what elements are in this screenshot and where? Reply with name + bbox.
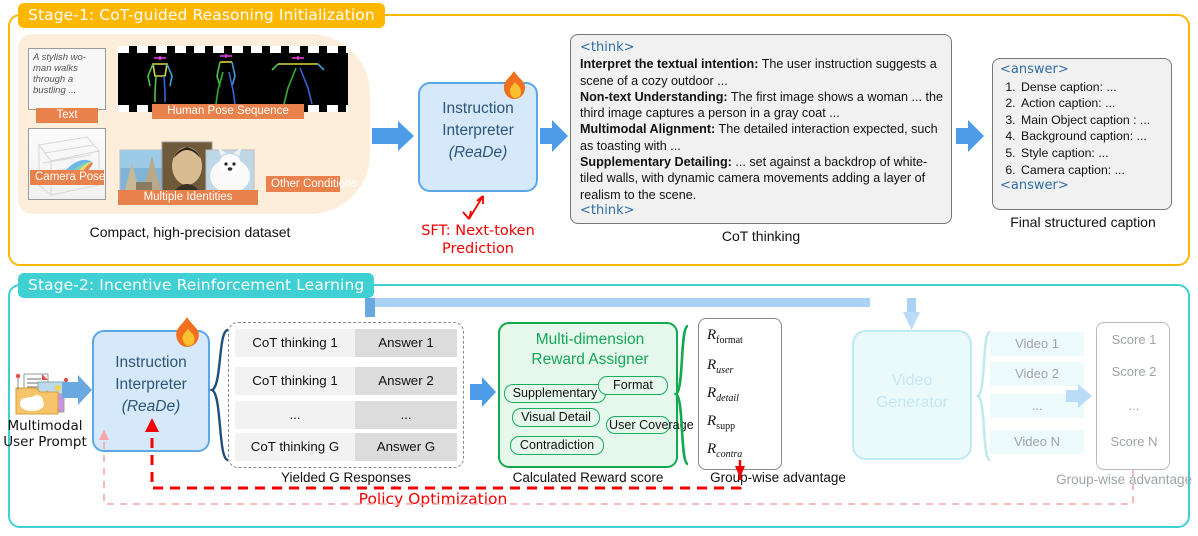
answer-item: Main Object caption : ... xyxy=(1019,112,1165,129)
reward-term: Rdetail xyxy=(707,385,739,404)
videos-list: Video 1 Video 2 ... Video N xyxy=(990,330,1084,462)
list-item: ... xyxy=(1128,398,1140,413)
identity-images-icon xyxy=(119,141,255,195)
cot-caption: CoT thinking xyxy=(721,228,801,244)
tag-other-conditions: Other Conditions xyxy=(266,176,357,192)
text-sample-thumbnail: A stylish wo-man walks through a bustlin… xyxy=(28,48,106,110)
multiple-identities-thumbnails xyxy=(118,136,258,196)
list-item: Video 2 xyxy=(990,362,1084,386)
stage-2-panel xyxy=(8,284,1190,528)
list-item: Score N xyxy=(1110,434,1158,449)
list-item: Score 1 xyxy=(1111,332,1157,347)
pill-contradiction: Contradiction xyxy=(510,436,604,455)
reward-term: Rcontra xyxy=(707,441,743,460)
table-row: ... ... xyxy=(235,401,457,429)
interpreter-line-2: Interpreter xyxy=(115,376,187,393)
reward-term: Ruser xyxy=(707,357,734,376)
responses-caption: Yielded G Responses xyxy=(280,470,412,485)
stage-1-panel xyxy=(8,14,1190,266)
list-item: Score 2 xyxy=(1111,364,1157,379)
table-row: CoT thinking G Answer G xyxy=(235,433,457,461)
interpreter-line-1: Instruction xyxy=(115,354,187,371)
camera-pose-plot-icon xyxy=(38,136,100,197)
pose-skeletons-icon xyxy=(147,54,325,105)
think-open-tag: <think> xyxy=(580,40,635,55)
reward-assigner-title: Multi-dimension Reward Assigner xyxy=(531,331,649,368)
answer-list: Dense caption: ... Action caption: ... M… xyxy=(1000,79,1165,179)
table-row: CoT thinking 1 Answer 1 xyxy=(235,329,457,357)
answer-item: Camera caption: ... xyxy=(1019,162,1165,179)
reward-caption: Calculated Reward score xyxy=(512,470,664,485)
cot-item: Supplementary Detailing: ... set against… xyxy=(580,155,928,202)
responses-box: CoT thinking 1 Answer 1 CoT thinking 1 A… xyxy=(228,322,464,468)
dataset-caption: Compact, high-precision dataset xyxy=(89,224,291,240)
answer-open-tag: <answer> xyxy=(1000,62,1069,77)
interpreter-line-2: Interpreter xyxy=(442,122,514,139)
interpreter-model-name: (ReaDe) xyxy=(448,144,508,161)
tag-multiple-identities: Multiple Identities xyxy=(118,190,258,205)
answer-caption: Final structured caption xyxy=(1010,214,1156,230)
cot-item: Non-text Understanding: The first image … xyxy=(580,89,943,121)
list-item: Video 1 xyxy=(990,332,1084,356)
cot-cell: CoT thinking 1 xyxy=(235,329,355,357)
cot-cell: ... xyxy=(235,401,355,429)
cot-cell: CoT thinking 1 xyxy=(235,367,355,395)
text-sample: A stylish wo-man walks through a bustlin… xyxy=(33,52,86,96)
stage-2-label: Stage-2: Incentive Reinforcement Learnin… xyxy=(18,273,375,298)
reward-term: Rsupp xyxy=(707,413,736,432)
cot-item: Interpret the textual intention: The use… xyxy=(580,57,937,88)
tag-camera-pose: Camera Pose xyxy=(30,170,105,185)
pill-user-coverage: User Coverage xyxy=(606,416,694,434)
reward-term: Rformat xyxy=(707,327,743,346)
flame-icon xyxy=(172,316,202,352)
answer-box: <answer> Dense caption: ... Action capti… xyxy=(992,58,1172,210)
table-row: CoT thinking 1 Answer 2 xyxy=(235,367,457,395)
pill-visual-detail: Visual Detail xyxy=(512,408,600,427)
instruction-interpreter-stage1[interactable]: Instruction Interpreter (ReaDe) xyxy=(418,82,538,192)
interpreter-model-name: (ReaDe) xyxy=(121,398,181,415)
reward-terms-box: Rformat Ruser Rdetail Rsupp Rcontra xyxy=(698,318,782,470)
human-pose-sequence-film xyxy=(118,46,348,112)
list-item: Video N xyxy=(990,430,1084,454)
multimodal-user-prompt-label: Multimodal User Prompt xyxy=(3,418,87,450)
cot-item: Multimodal Alignment: The detailed inter… xyxy=(580,122,938,153)
policy-optimization-label: Policy Optimization xyxy=(358,490,508,508)
camera-pose-thumbnail xyxy=(28,128,106,200)
interpreter-line-1: Instruction xyxy=(442,100,514,117)
pill-supplementary: Supplementary xyxy=(504,384,606,403)
answer-item: Style caption: ... xyxy=(1019,145,1165,162)
stage-1-label: Stage-1: CoT-guided Reasoning Initializa… xyxy=(18,3,385,28)
answer-item: Action caption: ... xyxy=(1019,95,1165,112)
group-wise-advantage-caption-right: Group-wise advantage xyxy=(1056,472,1192,487)
answer-item: Background caption: ... xyxy=(1019,128,1165,145)
answer-cell: Answer G xyxy=(355,433,457,461)
answer-cell: Answer 2 xyxy=(355,367,457,395)
answer-cell: ... xyxy=(355,401,457,429)
sft-label: SFT: Next-token Prediction xyxy=(421,223,535,257)
list-item: ... xyxy=(990,394,1084,418)
answer-close-tag: <answer> xyxy=(1000,178,1069,194)
pill-format: Format xyxy=(598,376,668,395)
tag-text: Text xyxy=(36,108,98,123)
scores-box: Score 1 Score 2 ... Score N xyxy=(1096,322,1170,470)
video-generator-box[interactable]: Video Generator xyxy=(852,330,972,460)
flame-icon xyxy=(500,70,528,104)
video-generator-line-2: Generator xyxy=(875,394,949,411)
answer-item: Dense caption: ... xyxy=(1019,79,1165,96)
answer-cell: Answer 1 xyxy=(355,329,457,357)
tag-human-pose-sequence: Human Pose Sequence xyxy=(152,104,304,119)
think-close-tag: <think> xyxy=(580,202,635,218)
video-generator-line-1: Video xyxy=(891,372,933,389)
multimodal-files-icon xyxy=(8,372,78,418)
cot-thinking-box: <think> Interpret the textual intention:… xyxy=(570,34,952,224)
group-wise-advantage-caption: Group-wise advantage xyxy=(710,470,846,485)
cot-cell: CoT thinking G xyxy=(235,433,355,461)
reward-assigner-box: Multi-dimension Reward Assigner Suppleme… xyxy=(498,322,694,468)
